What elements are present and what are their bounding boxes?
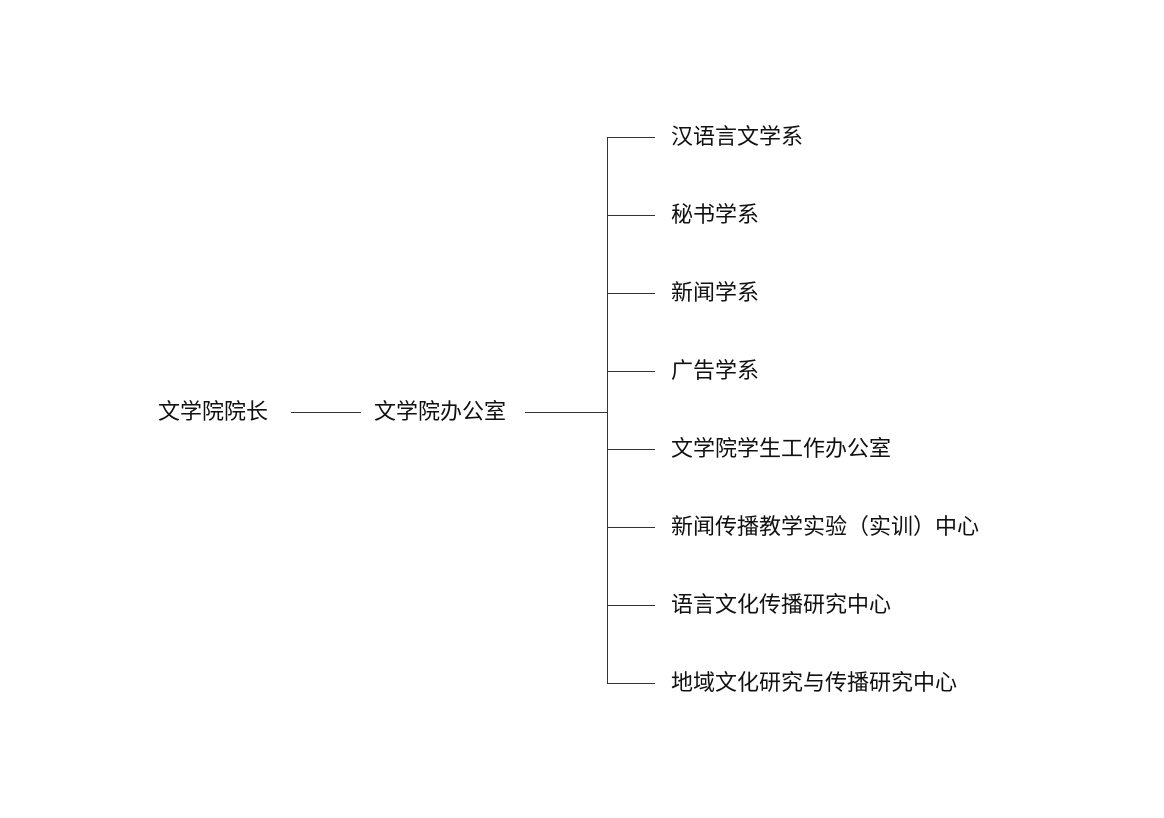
node-journalism-lab-center: 新闻传播教学实验（实训）中心 (671, 515, 980, 540)
node-language-culture-research-center: 语言文化传播研究中心 (671, 593, 892, 618)
node-advertising-dept: 广告学系 (671, 359, 760, 384)
connector-branch (607, 293, 655, 294)
node-chinese-language-literature-dept: 汉语言文学系 (671, 125, 804, 150)
connector-branch (607, 605, 655, 606)
connector-office-trunk (525, 412, 607, 413)
connector-dean-office (291, 412, 361, 413)
connector-trunk (607, 137, 608, 683)
node-secretarial-studies-dept: 秘书学系 (671, 203, 760, 228)
connector-branch (607, 683, 655, 684)
connector-branch (607, 527, 655, 528)
connector-branch (607, 215, 655, 216)
node-dean: 文学院院长 (158, 400, 269, 425)
connector-branch (607, 137, 655, 138)
node-student-affairs-office: 文学院学生工作办公室 (671, 437, 892, 462)
connector-branch (607, 371, 655, 372)
node-regional-culture-research-center: 地域文化研究与传播研究中心 (671, 671, 958, 696)
node-journalism-dept: 新闻学系 (671, 281, 760, 306)
node-office: 文学院办公室 (374, 400, 507, 425)
connector-branch (607, 449, 655, 450)
